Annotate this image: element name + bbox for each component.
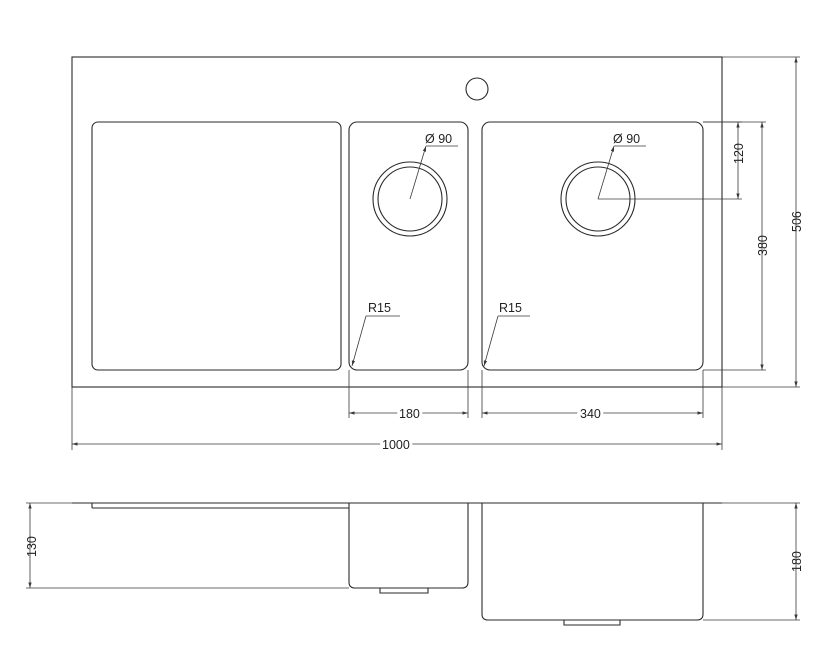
small-drain-dia-label: Ø 90 bbox=[425, 132, 452, 146]
radius-large-leader bbox=[483, 315, 499, 367]
dim-120-label: 120 bbox=[732, 143, 746, 164]
top-view: Ø 90 Ø 90 R15 R15 120 380 506 180 bbox=[71, 56, 804, 455]
radius-large-label: R15 bbox=[499, 301, 522, 315]
dim-180-vert-label: 180 bbox=[790, 551, 804, 572]
small-bowl-drain bbox=[379, 588, 429, 594]
dim-506-label: 506 bbox=[790, 211, 804, 232]
side-view: 130 180 bbox=[25, 502, 804, 626]
small-drain-inner bbox=[377, 166, 443, 232]
large-bowl bbox=[481, 121, 704, 371]
tap-hole bbox=[465, 77, 489, 101]
small-bowl bbox=[348, 121, 469, 371]
radius-small-leader bbox=[351, 315, 367, 367]
small-drain-outer bbox=[372, 161, 448, 237]
dim-130-label: 130 bbox=[25, 536, 39, 557]
drainboard bbox=[91, 121, 342, 371]
large-bowl-section bbox=[481, 503, 704, 621]
dim-1000-label: 1000 bbox=[382, 438, 410, 452]
large-drain-leader bbox=[597, 145, 615, 200]
small-bowl-section bbox=[348, 503, 469, 589]
radius-small-label: R15 bbox=[368, 301, 391, 315]
large-drain-dia-label: Ø 90 bbox=[613, 132, 640, 146]
dim-380-label: 380 bbox=[756, 235, 770, 256]
dim-180-label: 180 bbox=[399, 407, 420, 421]
large-bowl-drain bbox=[563, 620, 621, 626]
dim-340-label: 340 bbox=[580, 407, 601, 421]
small-drain-leader bbox=[409, 145, 427, 200]
sink-outline bbox=[71, 56, 723, 388]
